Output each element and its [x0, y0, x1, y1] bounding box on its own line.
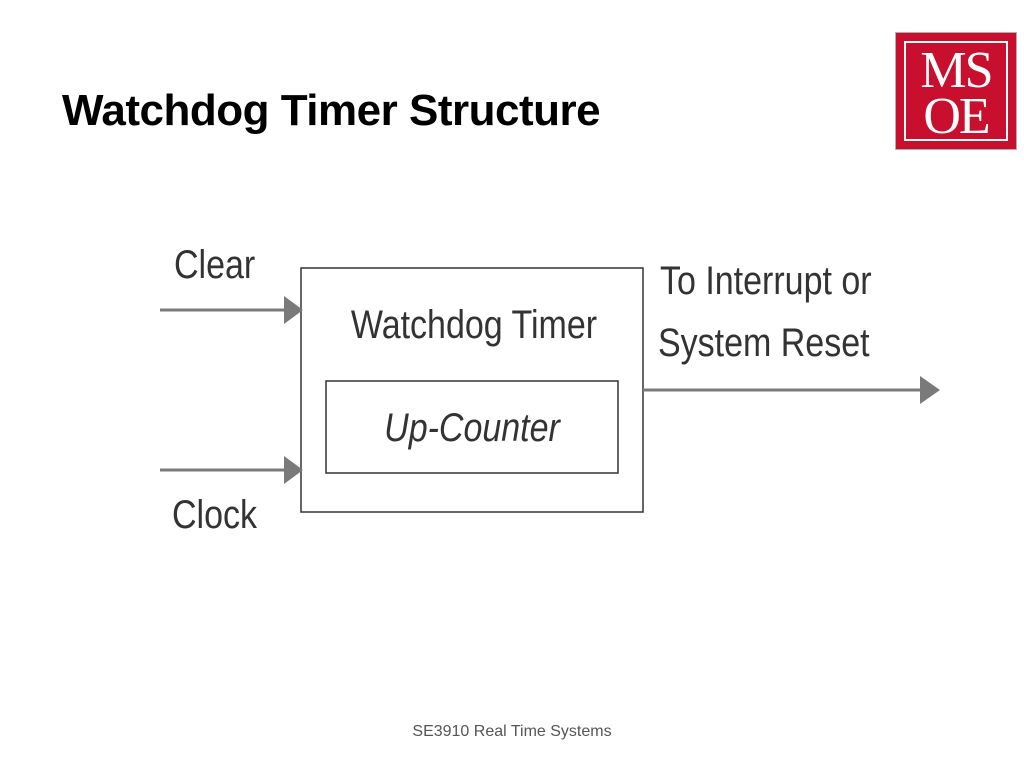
msoe-logo: MS OE: [895, 32, 1017, 150]
clock-arrow-head: [284, 456, 303, 484]
output-label-line2: System Reset: [658, 319, 870, 364]
slide-title: Watchdog Timer Structure: [62, 86, 601, 135]
output-label-line1: To Interrupt or: [660, 257, 872, 302]
clock-label: Clock: [172, 491, 257, 536]
logo-text-line2: OE: [923, 88, 990, 145]
up-counter-block: [325, 380, 619, 474]
slide-footer: SE3910 Real Time Systems: [412, 723, 612, 740]
logo-text-line1: MS: [920, 42, 993, 99]
logo-border: [904, 41, 1008, 141]
output-arrow-head: [920, 376, 940, 404]
up-counter-label: Up-Counter: [384, 404, 561, 449]
watchdog-timer-label: Watchdog Timer: [351, 301, 597, 346]
clear-arrow-head: [284, 296, 303, 324]
clear-label: Clear: [174, 241, 255, 286]
